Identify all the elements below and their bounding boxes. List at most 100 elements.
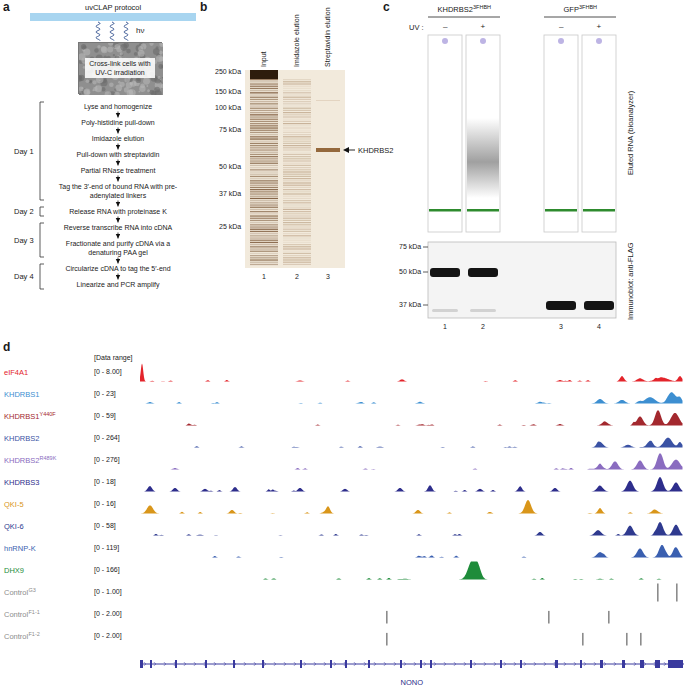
step-text: Partial RNase treatment [81,166,156,175]
gel-band [250,163,278,164]
gel-band [250,235,278,236]
gel-band [250,176,278,177]
gel-band [250,83,278,84]
data-range: [0 - 276] [94,456,120,464]
gel-band [283,259,311,260]
header-line [428,17,500,18]
panel-letter: d [3,340,10,354]
strand-chevron [564,662,566,666]
cell-dot [140,84,145,89]
step-text: Imidazole elution [92,134,145,143]
bioanalyzer-lane [582,35,616,232]
gel-band [250,103,278,104]
coverage-track [140,522,683,536]
marker-label: 50 kDa [399,268,421,276]
marker-label: 50 kDa [219,163,241,171]
data-range: [0 - 119] [94,544,119,552]
gel-band [283,90,311,91]
cell-dot [83,88,90,95]
strand-chevron [414,662,416,666]
gel-band [283,248,311,249]
cell-dot [79,86,84,91]
track-superscript: R489K [40,455,57,462]
gel-band [250,119,278,120]
gel-band [283,246,311,247]
strand-chevron [304,662,306,666]
gel-band [316,148,340,152]
step-arrow [118,128,119,134]
strand-chevron [264,662,266,666]
gel-band [250,198,278,199]
gel-band [250,116,278,117]
gel-band [250,259,278,260]
day-label: Day 1 [14,147,34,156]
gel-band [250,86,278,87]
read-bar [608,611,610,624]
bioanalyzer-lane [466,35,500,232]
strand-chevron [634,662,636,666]
gel-band [283,180,311,181]
track-superscript: F1-2 [29,631,40,638]
gel-band [250,127,278,128]
gel-band [283,149,311,150]
gel-band [283,123,311,124]
gel-band [250,207,278,208]
gel-band [250,169,278,170]
gel-band [283,171,311,172]
gel-band [283,105,311,106]
gel-band [283,88,311,89]
read-bar [582,633,584,646]
gel-band [250,114,278,115]
gel-band [250,143,278,144]
pointer-arrow [343,147,349,153]
strand-chevron [594,662,596,666]
gel-band [250,218,278,219]
strand-chevron [384,662,386,666]
strand-chevron [574,662,576,666]
strand-chevron [524,662,526,666]
bioanalyzer-lane [544,35,578,232]
blot-band [546,301,576,310]
cell-dot [120,52,123,55]
cell-dot [158,76,161,79]
gel-band [283,226,311,227]
gel-band [283,200,311,201]
cell-dot [113,54,115,56]
gel-band [250,226,278,227]
cell-dot [135,77,141,83]
header-line [544,17,616,18]
cell-dot [101,46,107,52]
strand-chevron [434,662,436,666]
rna-smear [467,118,499,198]
panel-letter: c [383,0,390,14]
gel-band [283,240,311,241]
upper-marker [480,38,486,44]
cell-dot [109,82,114,87]
gel-band [250,189,278,190]
gel-band [250,240,278,241]
gel-band [250,141,278,142]
uv-sign: + [481,22,486,32]
exon [345,660,347,668]
panel-letter: b [200,0,207,14]
lower-marker [545,209,577,212]
cell-dot [150,90,155,95]
gel-band [283,81,311,82]
gel-band [283,152,311,153]
coverage-track [140,410,683,425]
gel-band [250,79,278,80]
strand-chevron [404,662,406,666]
upper-marker [596,38,602,44]
gel-band [283,220,311,221]
gel-band [250,220,278,221]
gel-band [250,231,278,232]
gel-band [283,79,311,80]
exon [555,660,558,668]
exon [470,660,472,668]
cell-dot [138,50,145,57]
gel-band [250,246,278,247]
gel-band [283,209,311,210]
exon [640,660,644,668]
cell-dot [126,82,133,89]
step-box: Release RNA with proteinase K [69,207,167,216]
